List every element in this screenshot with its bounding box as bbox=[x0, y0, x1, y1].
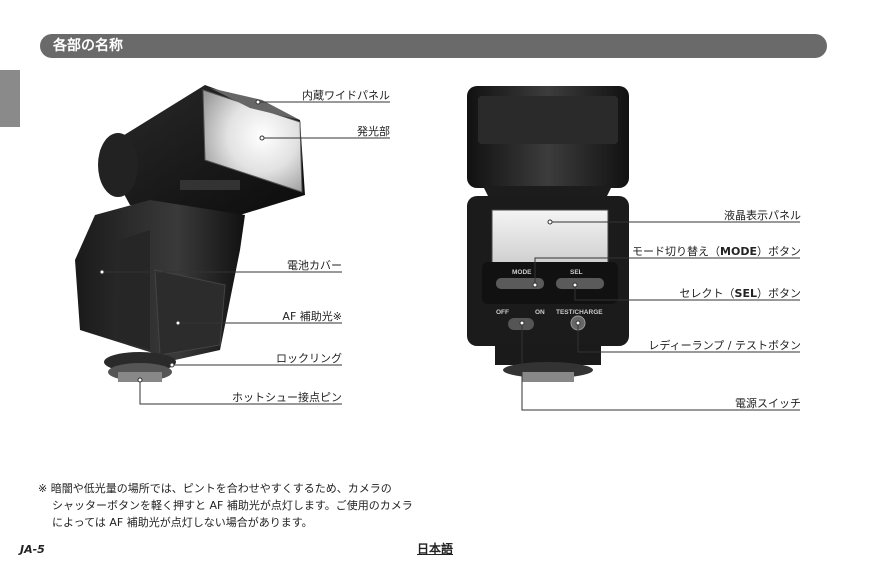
left-flash-body bbox=[75, 200, 245, 382]
device-test-label: TEST/CHARGE bbox=[556, 309, 603, 316]
section-header: 各部の名称 bbox=[40, 34, 827, 58]
callout-sel-button: セレクト（SEL）ボタン bbox=[679, 287, 801, 300]
left-flash-head bbox=[98, 85, 305, 215]
device-sel-label: SEL bbox=[570, 269, 583, 276]
callout-flash-tube: 発光部 bbox=[357, 125, 390, 138]
section-title: 各部の名称 bbox=[53, 38, 123, 54]
right-flash-back bbox=[467, 86, 629, 382]
section-tab bbox=[0, 70, 20, 127]
callout-power-switch: 電源スイッチ bbox=[735, 397, 801, 410]
device-off-label: OFF bbox=[496, 309, 509, 316]
device-on-label: ON bbox=[535, 309, 545, 316]
footnote-line-1: ※ 暗闇や低光量の場所では、ピントを合わせやすくするため、カメラの bbox=[38, 482, 392, 495]
page-number: JA-5 bbox=[20, 543, 45, 556]
callout-ready-test: レディーランプ / テストボタン bbox=[648, 339, 801, 352]
footnote: ※ 暗闇や低光量の場所では、ピントを合わせやすくするため、カメラの シャッターボ… bbox=[38, 480, 438, 531]
callout-lcd-panel: 液晶表示パネル bbox=[724, 209, 801, 222]
callout-af-assist: AF 補助光※ bbox=[282, 310, 342, 323]
callout-lock-ring: ロックリング bbox=[276, 352, 342, 365]
left-leader-lines bbox=[99, 99, 390, 405]
callout-mode-button: モード切り替え（MODE）ボタン bbox=[632, 245, 801, 258]
footnote-line-3: によっては AF 補助光が点灯しない場合があります。 bbox=[52, 516, 313, 529]
callout-battery-cover: 電池カバー bbox=[287, 259, 342, 272]
language-label: 日本語 bbox=[417, 542, 454, 556]
callout-wide-panel: 内蔵ワイドパネル bbox=[302, 89, 390, 102]
device-mode-label: MODE bbox=[512, 269, 532, 276]
callout-hot-shoe: ホットシュー接点ピン bbox=[232, 391, 342, 404]
footnote-line-2: シャッターボタンを軽く押すと AF 補助光が点灯します。ご使用のカメラ bbox=[52, 499, 413, 512]
